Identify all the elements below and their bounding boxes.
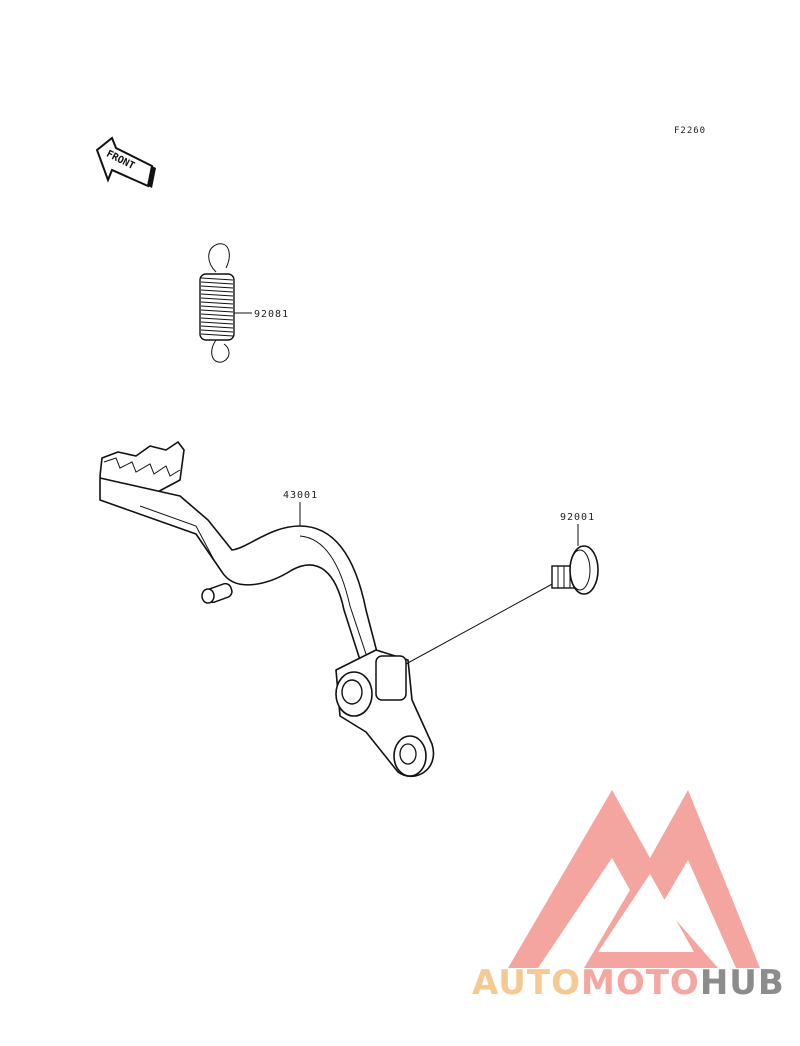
figure-code: F2260	[674, 126, 706, 136]
bolt-part	[405, 524, 599, 665]
spring-part	[199, 243, 252, 363]
watermark-auto: AUTO	[472, 963, 581, 1003]
watermark-text: AUTOMOTOHUB	[472, 963, 785, 1003]
brake-pedal-part	[99, 441, 435, 778]
callout-spring: 92081	[254, 309, 289, 320]
callout-pedal: 43001	[283, 490, 318, 501]
watermark-moto: MOTO	[581, 963, 700, 1003]
callout-bolt: 92001	[560, 512, 595, 523]
watermark-hub: HUB	[700, 963, 785, 1003]
front-arrow-icon: FRONT	[95, 136, 156, 188]
automotohub-logo-icon	[508, 790, 760, 968]
